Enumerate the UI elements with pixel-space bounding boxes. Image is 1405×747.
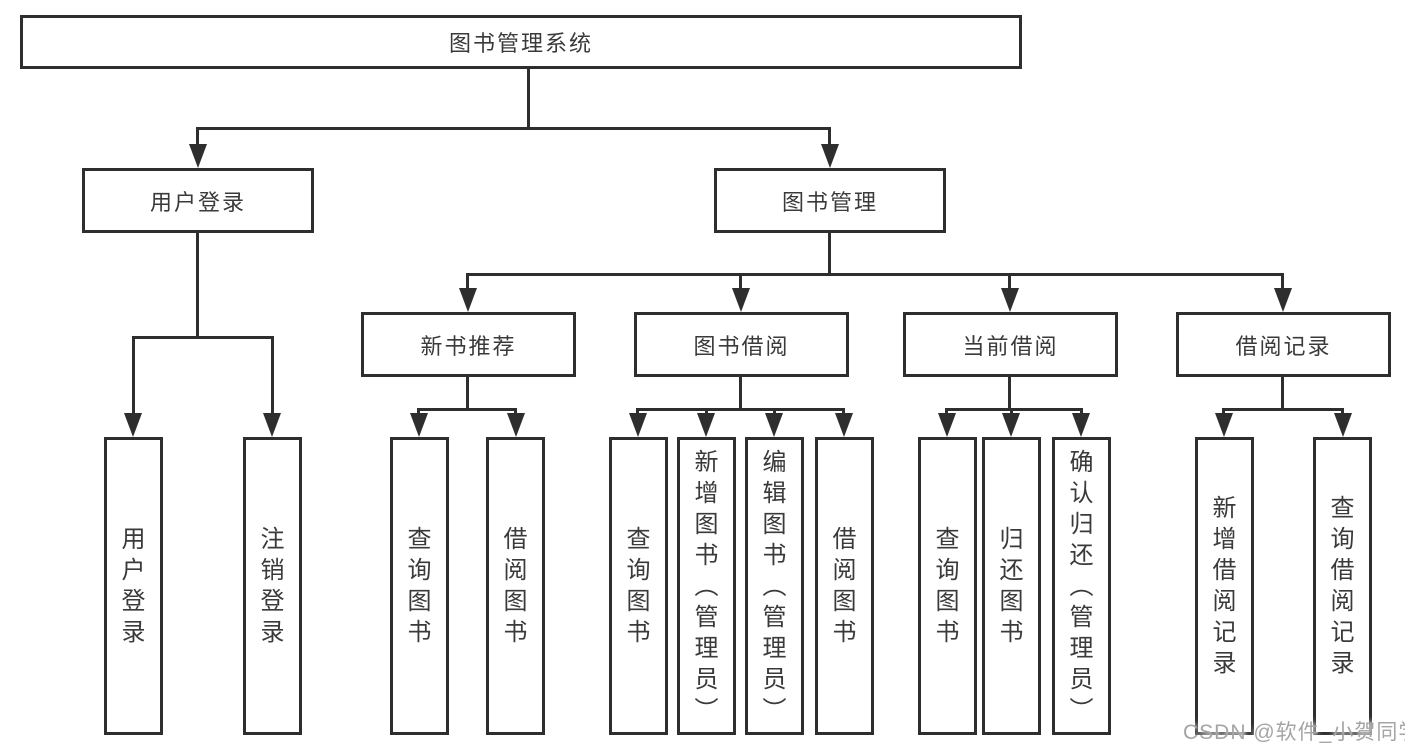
connector-line <box>739 377 742 411</box>
arrowhead <box>938 413 956 437</box>
leaf-confirm-return-admin: 确认归还︵管理员︶ <box>1052 437 1111 735</box>
arrowhead <box>1001 288 1019 312</box>
watermark: CSDN @软件_小贺同学 <box>1183 721 1405 744</box>
arrowhead <box>124 413 142 437</box>
leaf-add-borrow-record: 新增借阅记录 <box>1195 437 1254 735</box>
node-root: 图书管理系统 <box>20 15 1022 69</box>
node-current-borrow: 当前借阅 <box>903 312 1118 377</box>
connector-line <box>466 273 469 293</box>
connector-line <box>1281 273 1284 293</box>
connector-line <box>1281 377 1284 411</box>
connector-line <box>271 336 274 416</box>
node-book-management-label: 图书管理 <box>781 189 878 215</box>
connector-line <box>196 127 831 130</box>
connector-line <box>466 273 1284 276</box>
leaf-add-books-admin-label: 新增图书︵管理员︶ <box>694 448 719 724</box>
leaf-borrow-books-2: 借阅图书 <box>815 437 874 735</box>
leaf-add-books-admin: 新增图书︵管理员︶ <box>677 437 736 735</box>
leaf-borrow-books-2-label: 借阅图书 <box>832 526 857 646</box>
arrowhead <box>1072 413 1090 437</box>
connector-line <box>1008 273 1011 293</box>
leaf-query-borrow-record: 查询借阅记录 <box>1313 437 1372 735</box>
arrowhead <box>1215 413 1233 437</box>
arrowhead <box>629 413 647 437</box>
arrowhead <box>189 144 207 168</box>
node-user-login-label: 用户登录 <box>149 189 246 215</box>
arrowhead <box>1334 413 1352 437</box>
node-new-book-recommend-label: 新书推荐 <box>420 333 517 359</box>
leaf-query-books-1-label: 查询图书 <box>407 526 432 646</box>
arrowhead <box>765 413 783 437</box>
leaf-edit-books-admin: 编辑图书︵管理员︶ <box>745 437 804 735</box>
leaf-return-books-label: 归还图书 <box>999 526 1024 646</box>
arrowhead <box>410 413 428 437</box>
node-root-label: 图书管理系统 <box>448 31 593 56</box>
leaf-borrow-books-1: 借阅图书 <box>486 437 545 735</box>
connector-line <box>828 127 831 150</box>
connector-line <box>196 233 199 339</box>
leaf-query-borrow-record-label: 查询借阅记录 <box>1330 495 1355 677</box>
leaf-user-login-label: 用户登录 <box>121 526 146 646</box>
connector-line <box>417 408 517 411</box>
leaf-add-borrow-record-label: 新增借阅记录 <box>1212 495 1237 677</box>
connector-line <box>132 336 135 416</box>
arrowhead <box>507 413 525 437</box>
leaf-logout-label: 注销登录 <box>260 526 285 646</box>
arrowhead <box>821 144 839 168</box>
leaf-edit-books-admin-label: 编辑图书︵管理员︶ <box>762 448 787 724</box>
leaf-query-books-3-label: 查询图书 <box>935 526 960 646</box>
node-new-book-recommend: 新书推荐 <box>361 312 576 377</box>
leaf-query-books-2-label: 查询图书 <box>626 526 651 646</box>
node-book-borrow-label: 图书借阅 <box>693 333 790 359</box>
leaf-logout: 注销登录 <box>243 437 302 735</box>
node-borrow-records: 借阅记录 <box>1176 312 1391 377</box>
leaf-query-books-3: 查询图书 <box>918 437 977 735</box>
connector-line <box>1222 408 1344 411</box>
arrowhead <box>697 413 715 437</box>
arrowhead <box>263 413 281 437</box>
connector-line <box>828 233 831 276</box>
leaf-borrow-books-1-label: 借阅图书 <box>503 526 528 646</box>
leaf-user-login: 用户登录 <box>104 437 163 735</box>
node-current-borrow-label: 当前借阅 <box>962 333 1059 359</box>
connector-line <box>196 127 199 150</box>
node-borrow-records-label: 借阅记录 <box>1235 333 1332 359</box>
node-book-management: 图书管理 <box>714 168 946 233</box>
leaf-query-books-1: 查询图书 <box>390 437 449 735</box>
connector-line <box>1008 377 1011 411</box>
arrowhead <box>1002 413 1020 437</box>
leaf-confirm-return-admin-label: 确认归还︵管理员︶ <box>1069 448 1094 724</box>
connector-line <box>945 408 1083 411</box>
arrowhead <box>459 288 477 312</box>
arrowhead <box>732 288 750 312</box>
arrowhead <box>1274 288 1292 312</box>
connector-line <box>466 377 469 411</box>
connector-line <box>132 336 274 339</box>
connector-line <box>527 68 530 130</box>
leaf-query-books-2: 查询图书 <box>609 437 668 735</box>
connector-line <box>636 408 845 411</box>
connector-line <box>739 273 742 293</box>
arrowhead <box>835 413 853 437</box>
node-user-login: 用户登录 <box>82 168 314 233</box>
leaf-return-books: 归还图书 <box>982 437 1041 735</box>
node-book-borrow: 图书借阅 <box>634 312 849 377</box>
